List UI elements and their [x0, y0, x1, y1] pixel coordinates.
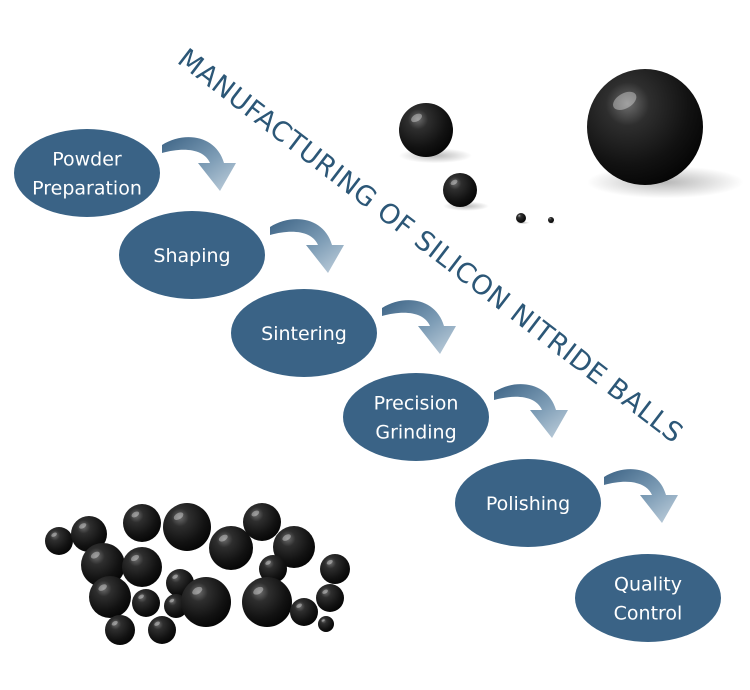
curved-arrow-icon: [270, 219, 344, 273]
ceramic-ball-icon: [105, 615, 135, 645]
curved-arrow-icon: [382, 300, 456, 354]
ceramic-ball-icon: [123, 504, 161, 542]
step-ellipse: [119, 211, 265, 299]
step-ellipse: [14, 129, 160, 217]
ceramic-ball-icon: [209, 526, 253, 570]
ceramic-ball-icon: [516, 213, 530, 225]
ceramic-ball-icon: [242, 577, 292, 627]
curved-arrow-icon: [494, 384, 568, 438]
ceramic-ball-icon: [548, 217, 557, 224]
step-ellipse: [575, 554, 721, 642]
flow-arrows: [162, 137, 678, 523]
ceramic-ball-icon: [181, 577, 231, 627]
step-label: Polishing: [486, 493, 570, 515]
process-step-2: Shaping: [119, 211, 265, 299]
step-label: Preparation: [32, 178, 142, 200]
ceramic-ball-icon: [290, 598, 318, 626]
ceramic-ball-icon: [316, 584, 344, 612]
step-label: Control: [614, 603, 683, 625]
decorative-balls: [45, 69, 744, 645]
ceramic-ball-icon: [122, 547, 162, 587]
ceramic-ball-icon: [320, 554, 350, 584]
ceramic-ball-icon: [259, 555, 287, 583]
ceramic-ball-icon: [443, 173, 489, 211]
ceramic-ball-icon: [71, 516, 107, 552]
curved-arrow-icon: [604, 469, 678, 523]
step-label: Grinding: [375, 422, 456, 444]
curved-arrow-icon: [162, 137, 236, 191]
step-ellipse: [455, 459, 601, 547]
ceramic-ball-icon: [587, 69, 744, 199]
ceramic-ball-icon: [45, 527, 73, 555]
step-label: Quality: [614, 574, 682, 596]
ceramic-ball-icon: [132, 589, 160, 617]
ceramic-ball-icon: [243, 503, 281, 541]
step-label: Sintering: [261, 323, 347, 345]
ceramic-ball-icon: [163, 503, 211, 551]
process-step-3: Sintering: [231, 289, 377, 377]
step-label: Shaping: [153, 245, 230, 267]
ceramic-ball-icon: [148, 616, 176, 644]
ceramic-ball-icon: [273, 526, 315, 568]
ceramic-ball-icon: [81, 543, 125, 587]
step-label: Precision: [374, 393, 459, 415]
process-steps: PowderPreparationShapingSinteringPrecisi…: [14, 129, 721, 642]
step-ellipse: [231, 289, 377, 377]
ceramic-ball-icon: [399, 103, 472, 164]
step-ellipse: [343, 373, 489, 461]
step-label: Powder: [52, 149, 122, 171]
ceramic-ball-icon: [318, 616, 334, 632]
process-step-5: Polishing: [455, 459, 601, 547]
ceramic-ball-icon: [89, 576, 131, 618]
